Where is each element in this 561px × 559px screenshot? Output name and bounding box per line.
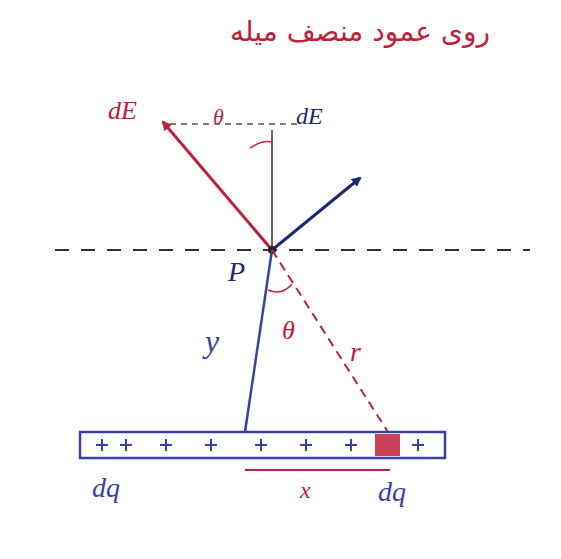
angle-arc — [250, 142, 272, 148]
plus-signs — [96, 439, 424, 451]
distance-label: y — [205, 325, 219, 357]
field-vector — [272, 178, 360, 250]
charge-element — [375, 434, 400, 456]
vector-label: dE — [108, 98, 137, 124]
distance-line — [245, 250, 272, 432]
field-vector — [163, 122, 272, 250]
distance-line — [245, 469, 390, 471]
axis-line — [55, 249, 530, 251]
angle-arc — [268, 284, 292, 292]
distance-label: r — [350, 338, 361, 366]
reference-line — [170, 123, 300, 125]
charge-label: dq — [378, 478, 406, 506]
heading-note: روی عمود منصف میله — [230, 18, 490, 46]
charge-label: dq — [92, 474, 120, 502]
distance-label: x — [300, 478, 311, 502]
vector-label: dE — [296, 104, 323, 128]
charged-rod — [80, 432, 445, 458]
distance-line — [272, 250, 388, 432]
vertical-reference — [271, 130, 273, 250]
point-label: P — [228, 258, 245, 286]
angle-label: θ — [282, 318, 295, 344]
angle-label: θ — [213, 106, 224, 128]
